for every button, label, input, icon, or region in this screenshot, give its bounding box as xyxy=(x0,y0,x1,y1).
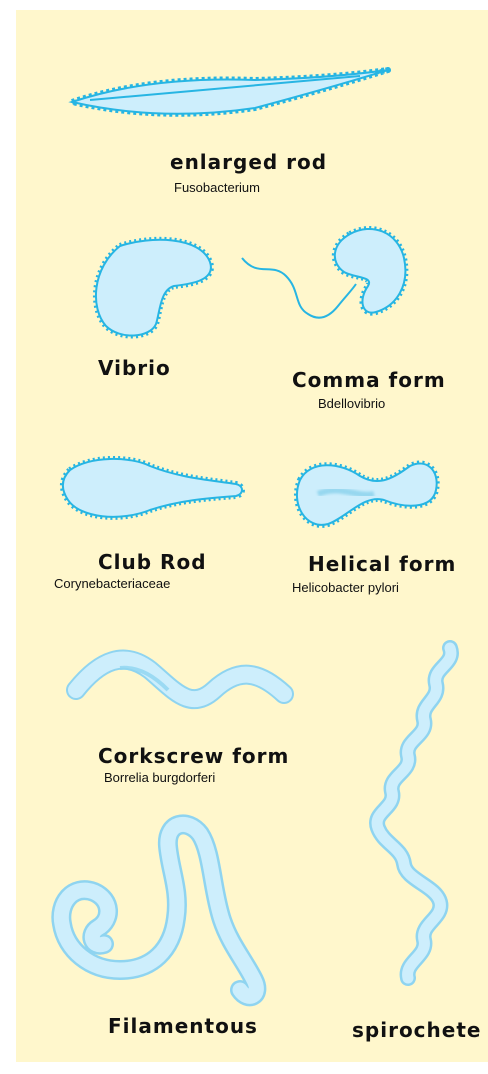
helical-form-label: Helical form xyxy=(308,552,456,576)
enlarged-rod-label: enlarged rod xyxy=(170,150,327,174)
club-rod-shape xyxy=(63,459,242,517)
spirochete-shape xyxy=(377,648,451,978)
filamentous-label: Filamentous xyxy=(108,1014,258,1038)
corkscrew-form-example: Borrelia burgdorferi xyxy=(104,770,215,785)
comma-form-example: Bdellovibrio xyxy=(318,396,385,411)
vibrio-shape xyxy=(96,240,211,336)
enlarged-rod-shape xyxy=(72,70,388,114)
club-rod-label: Club Rod xyxy=(98,550,207,574)
helical-form-shape xyxy=(297,463,437,524)
corkscrew-form-shape xyxy=(76,660,284,700)
spirochete-label: spirochete xyxy=(352,1018,481,1042)
corkscrew-form-label: Corkscrew form xyxy=(98,744,289,768)
enlarged-rod-example: Fusobacterium xyxy=(174,180,260,195)
helical-form-example: Helicobacter pylori xyxy=(292,580,399,595)
vibrio-label: Vibrio xyxy=(98,356,171,380)
comma-form-shape xyxy=(242,229,405,318)
filamentous-shape xyxy=(61,824,256,996)
comma-form-label: Comma form xyxy=(292,368,446,392)
club-rod-example: Corynebacteriaceae xyxy=(54,576,170,591)
